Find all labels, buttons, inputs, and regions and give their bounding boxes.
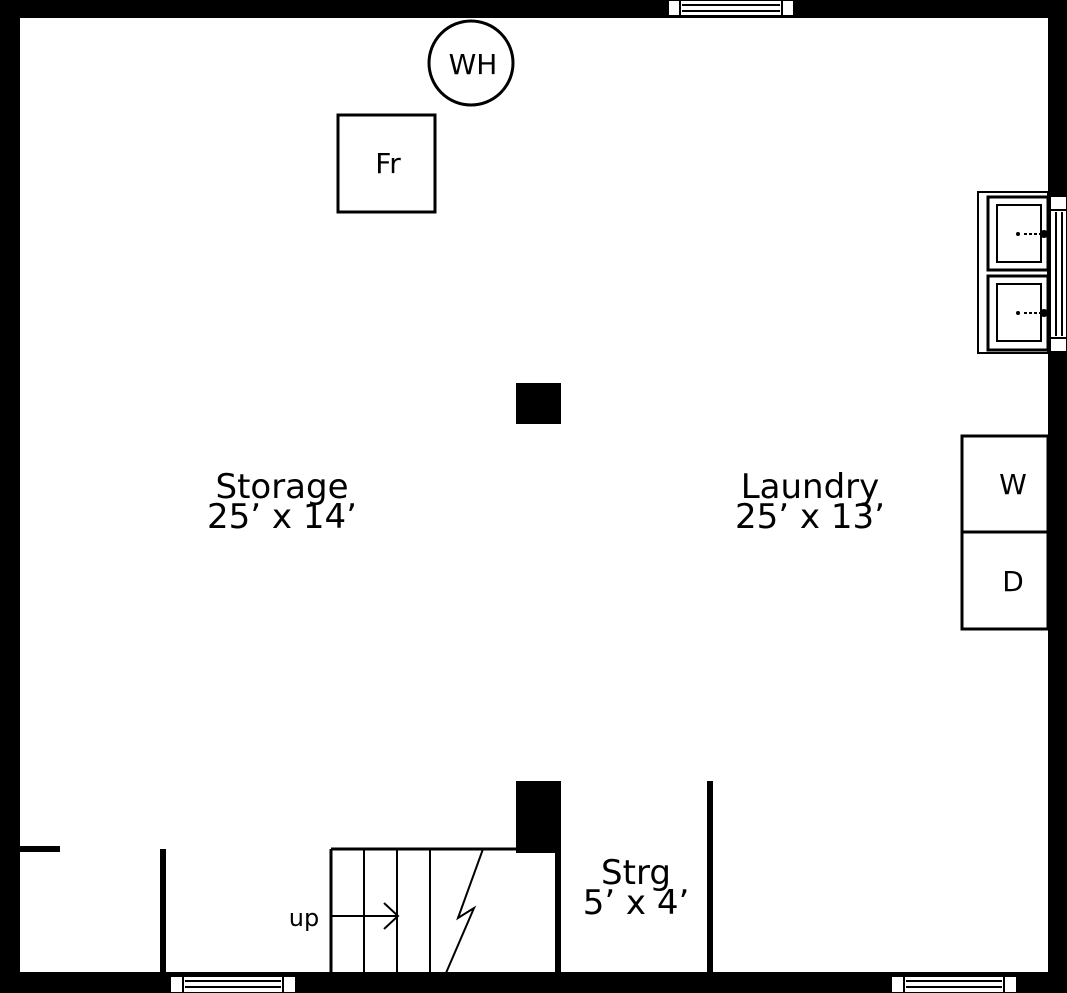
support-column — [516, 383, 561, 424]
window-bottom-left — [169, 975, 297, 993]
window-right — [1049, 195, 1067, 353]
room-storage-size: 25’ x 14’ — [207, 497, 357, 537]
water-heater: WH — [427, 19, 515, 107]
wall-strg-left — [555, 849, 561, 973]
window-top — [667, 0, 795, 17]
water-heater-label: WH — [449, 48, 498, 81]
stairs-up-label: up — [289, 904, 319, 932]
freezer: Fr — [336, 113, 437, 214]
wall-partition-left — [160, 849, 166, 973]
staircase: up — [289, 847, 516, 974]
room-laundry: Laundry 25’ x 13’ — [735, 467, 885, 537]
room-storage-name: Storage — [215, 467, 348, 507]
wall-column-stair — [516, 781, 561, 853]
dryer: D — [960, 530, 1050, 631]
dryer-label: D — [1002, 565, 1024, 598]
room-strg: Strg 5’ x 4’ — [583, 853, 690, 923]
room-storage: Storage 25’ x 14’ — [207, 467, 357, 537]
wall-strg-right — [707, 781, 713, 973]
room-strg-name: Strg — [601, 853, 671, 893]
room-laundry-name: Laundry — [741, 467, 880, 507]
window-bottom-right — [890, 975, 1018, 993]
laundry-sink — [977, 191, 1050, 354]
wall-stub-left — [20, 846, 60, 852]
washer-label: W — [999, 468, 1027, 501]
room-strg-size: 5’ x 4’ — [583, 883, 690, 923]
freezer-label: Fr — [375, 147, 401, 180]
room-laundry-size: 25’ x 13’ — [735, 497, 885, 537]
washer: W — [960, 434, 1050, 534]
